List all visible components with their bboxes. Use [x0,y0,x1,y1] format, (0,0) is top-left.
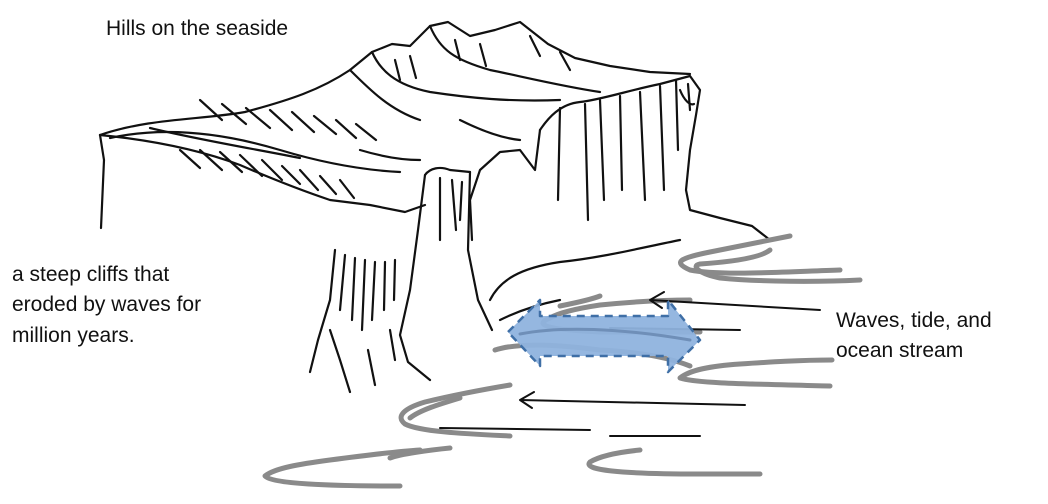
arrow-1 [650,292,820,310]
cliffs-label-line-1: a steep cliffs that [12,260,284,290]
cliffs-label-line-3: million years. [12,321,284,351]
cliffs-label: a steep cliffs that eroded by waves for … [12,260,284,351]
longshore-current-arrow [508,300,700,372]
hills-label: Hills on the seaside [106,14,288,44]
waves-label-line-1: Waves, tide, and [836,306,992,336]
cliffs-label-line-2: eroded by waves for [12,290,284,320]
waves-label: Waves, tide, and ocean stream [836,306,992,367]
arrow-3 [520,392,745,408]
arrow-4 [440,428,590,430]
waves-label-line-2: ocean stream [836,336,992,366]
